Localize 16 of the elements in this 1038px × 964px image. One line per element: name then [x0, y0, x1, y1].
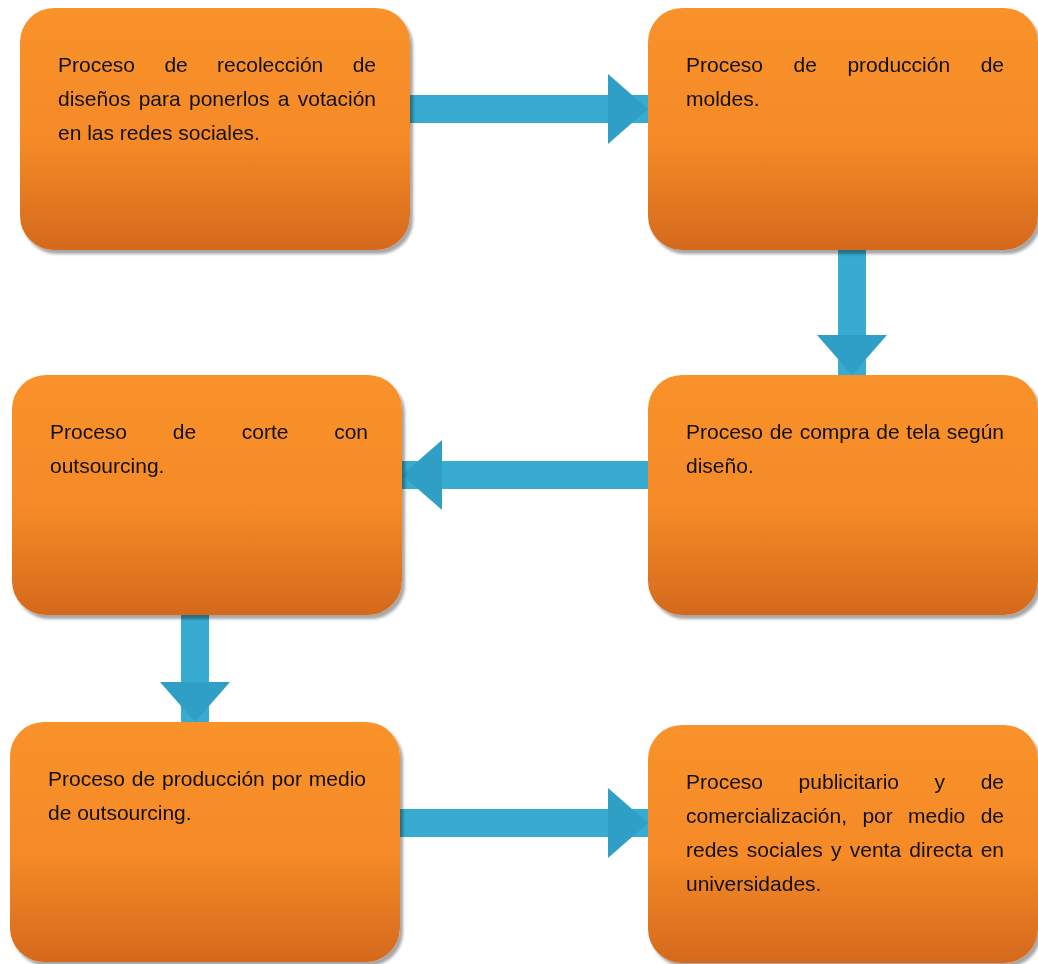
process-box: [20, 8, 410, 250]
process-box: [648, 725, 1038, 963]
block-arrow: [817, 250, 887, 375]
process-box: [648, 8, 1038, 250]
process-box: [648, 375, 1038, 615]
block-arrow: [402, 440, 648, 510]
block-arrow: [410, 74, 648, 144]
process-text: Proceso publicitario y de comercialización, por medio de redes sociales y venta directa en universidades.: [686, 769, 1004, 897]
process-text: Proceso de producción de moldes.: [686, 52, 1004, 112]
process-text: Proceso de producción por medio de outsourcing.: [48, 766, 366, 826]
process-text: Proceso de recolección de diseños para ponerlos a votación en las redes sociales.: [58, 52, 376, 146]
process-text: Proceso de compra de tela según diseño.: [686, 419, 1004, 479]
process-box: [10, 722, 400, 962]
process-box: [12, 375, 402, 615]
block-arrow: [160, 615, 230, 722]
process-text: Proceso de corte con outsourcing.: [50, 419, 368, 479]
